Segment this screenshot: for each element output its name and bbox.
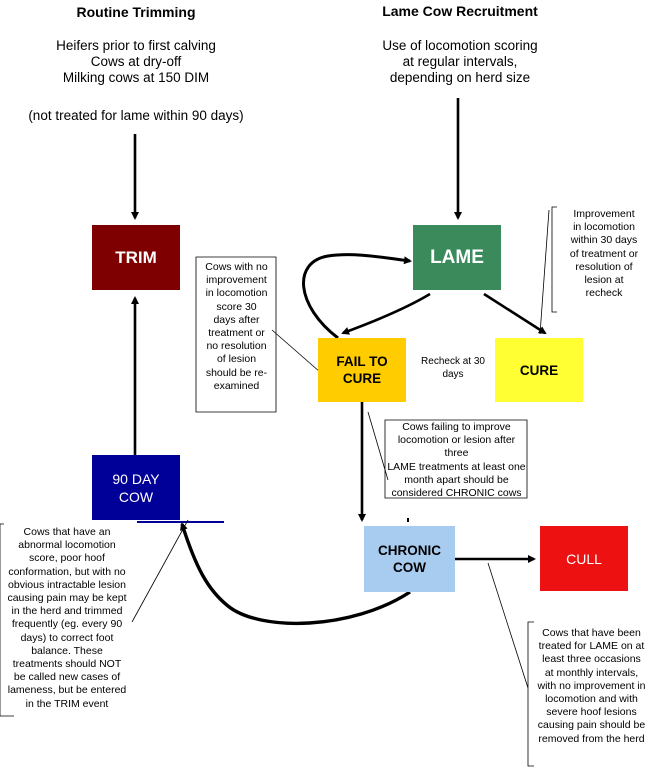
failing-note: Cows failing to improve locomotion or le…	[386, 421, 527, 500]
note-line: considered CHRONIC cows	[391, 487, 522, 500]
note-line: causing pain may be kept	[7, 592, 127, 605]
lame-recruitment-criteria: Use of locomotion scoring at regular int…	[330, 38, 590, 86]
cull-label: CULL	[566, 550, 602, 567]
arrow-lame-to-cure	[483, 292, 547, 335]
cull-node: CULL	[540, 526, 628, 591]
note-line: LAME treatments at least one	[387, 460, 526, 473]
bracket-treated	[527, 621, 534, 767]
note-line: recheck	[585, 287, 623, 300]
note-line: lesion at	[584, 274, 624, 287]
note-line: month apart should be	[404, 473, 509, 486]
note-line: with no improvement in	[537, 679, 646, 692]
note-line: locomotion and with	[545, 693, 638, 706]
criteria-line: at regular intervals,	[402, 54, 518, 69]
note-line: lameness, but be entered	[7, 684, 127, 697]
note-line: causing pain should be	[537, 719, 646, 732]
recheck-line: days	[442, 369, 464, 380]
note-line: within 30 days	[570, 234, 638, 247]
note-line: treatments should NOT	[12, 658, 122, 671]
note-line: in locomotion	[205, 287, 268, 300]
lame-node: LAME	[413, 225, 501, 290]
chronic-cow-line: COW	[393, 560, 426, 575]
chronic-cow-node: CHRONIC COW	[364, 526, 455, 592]
note-line: treated for LAME on at	[538, 640, 645, 653]
recheck-label: Recheck at 30 days	[417, 355, 489, 381]
note-line: no resolution	[206, 340, 267, 353]
note-line: treatment or	[208, 327, 265, 340]
note-line: days after	[213, 313, 260, 326]
note-line: should be re-	[205, 366, 268, 379]
note-line: frequently (eg. every 90	[11, 618, 123, 631]
note-line: abnormal locomotion	[18, 539, 116, 552]
lame-cow-recruitment-heading: Lame Cow Recruitment	[382, 3, 538, 19]
note-line: least three occasions	[542, 653, 641, 666]
note-line: at monthly intervals,	[544, 666, 639, 679]
border-failing	[384, 419, 528, 499]
pointer-treated	[487, 562, 529, 689]
note-line: Cows that have been	[542, 627, 641, 639]
cure-node: CURE	[495, 338, 583, 402]
note-line: in the TRIM event	[25, 697, 109, 710]
note-line: obvious intractable lesion	[8, 578, 126, 591]
note-line: in the herd and trimmed	[11, 605, 123, 618]
routine-trimming-heading: Routine Trimming	[76, 4, 196, 20]
note-line: resolution of	[575, 260, 633, 273]
note-line: severe hoof lesions	[546, 706, 637, 719]
note-line: score, poor hoof	[29, 552, 105, 565]
recheck-line: Recheck at 30	[421, 356, 485, 367]
note-line: improvement	[206, 274, 267, 287]
ninety-day-cow-line: 90 DAY	[112, 470, 160, 487]
note-line: locomotion or lesion after three	[397, 434, 516, 460]
no-improvement-note: Cows with no improvement in locomotion s…	[197, 261, 276, 393]
treated-lame-note: Cows that have been treated for LAME on …	[528, 627, 655, 746]
note-line: balance. These	[31, 644, 103, 657]
bracket-abnormal	[0, 523, 14, 717]
note-line: of lesion	[216, 353, 257, 366]
fail-to-cure-line: FAIL TO	[336, 354, 388, 369]
lame-label: LAME	[430, 246, 484, 268]
note-line: score 30	[216, 300, 257, 313]
ninety-day-cow-line: COW	[118, 488, 154, 505]
trim-node: TRIM	[92, 225, 180, 290]
note-line: Cows with no	[205, 261, 268, 273]
fail-to-cure-node: FAIL TO CURE	[318, 338, 406, 402]
criteria-line: Cows at dry-off	[90, 54, 182, 69]
trim-label: TRIM	[115, 247, 157, 267]
note-line: conformation, but with no	[8, 565, 126, 578]
note-line: examined	[213, 379, 260, 392]
routine-trimming-footnote: (not treated for lame within 90 days)	[28, 108, 244, 123]
note-line: Cows failing to improve	[402, 421, 511, 433]
border-no-improvement	[195, 256, 277, 413]
fail-to-cure-line: CURE	[342, 371, 382, 386]
improvement-note: Improvement in locomotion within 30 days…	[553, 208, 655, 300]
pointer-abnormal	[131, 519, 189, 623]
arrow-fail-loop-to-lame	[302, 253, 412, 340]
note-line: be called new cases of	[13, 671, 121, 684]
pointer-no-improvement	[271, 329, 321, 373]
chronic-cow-line: CHRONIC	[378, 543, 441, 558]
bracket-improvement	[551, 206, 557, 313]
cure-label: CURE	[519, 362, 559, 378]
note-line: Cows that have an	[23, 526, 111, 538]
criteria-line: Milking cows at 150 DIM	[62, 70, 210, 85]
note-line: removed from the herd	[538, 732, 645, 745]
note-line: of treatment or	[569, 247, 639, 260]
ninety-day-cow-node: 90 DAY COW	[92, 455, 180, 520]
criteria-line: depending on herd size	[389, 70, 531, 85]
note-line: in locomotion	[573, 221, 635, 234]
criteria-line: Heifers prior to first calving	[56, 38, 216, 53]
criteria-line: Use of locomotion scoring	[382, 38, 538, 53]
arrow-chronic-to-90day	[180, 522, 411, 625]
note-line: days) to correct foot	[20, 631, 114, 644]
pointer-improvement	[539, 209, 550, 335]
abnormal-locomotion-note: Cows that have an abnormal locomotion sc…	[1, 526, 133, 711]
arrow-lame-to-fail	[341, 292, 431, 335]
routine-trimming-criteria: Heifers prior to first calving Cows at d…	[0, 38, 272, 86]
note-line: Improvement	[573, 208, 635, 220]
